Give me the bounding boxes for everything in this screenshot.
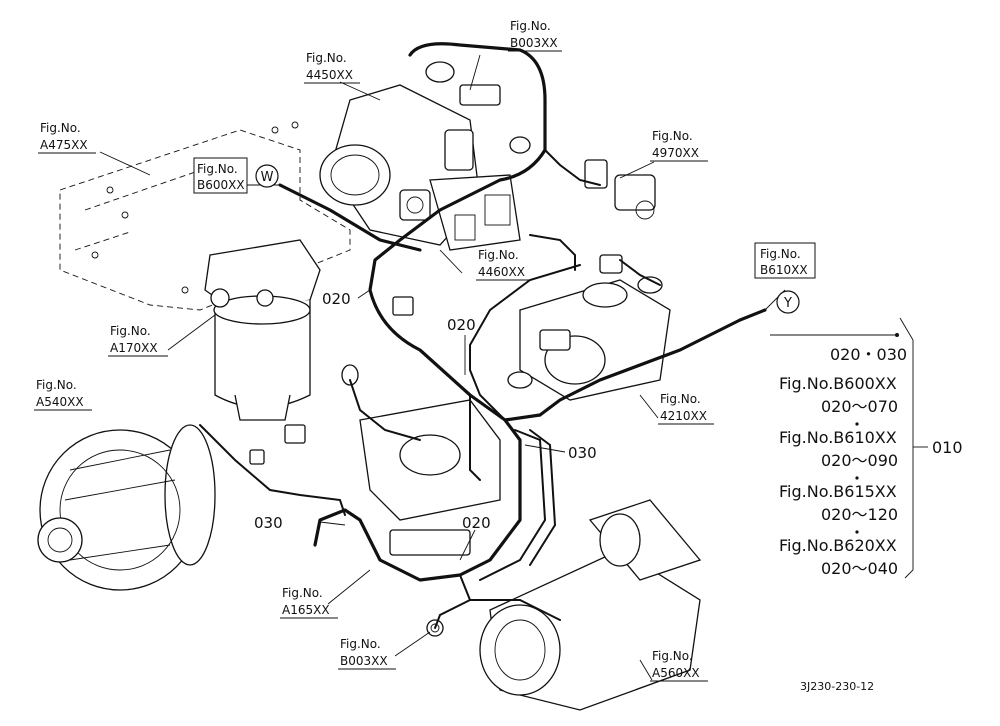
svg-text:Fig.No.: Fig.No. [510,19,551,33]
figref-a560: Fig.No. A560XX [650,649,708,682]
svg-text:Y: Y [783,296,792,311]
figref-a165: Fig.No. A165XX [280,586,338,619]
legend-fig-b600: Fig.No.B600XX [779,374,897,393]
figref-b003-bottom: Fig.No. B003XX [338,637,396,670]
callout-030-left: 030 [254,514,283,532]
legend-range-b615: 020～120 [821,505,898,524]
svg-text:Fig.No.: Fig.No. [282,586,323,600]
junction-block [249,296,533,556]
figref-4210: Fig.No. 4210XX [658,392,714,425]
legend-fig-b615: Fig.No.B615XX [779,482,897,501]
drawing-code: 3J230-230-12 [800,680,874,693]
svg-text:4210XX: 4210XX [660,409,707,423]
legend-fig-b620: Fig.No.B620XX [779,536,897,555]
bracket-plate-a475 [59,121,351,311]
svg-text:W: W [261,170,274,185]
svg-text:Fig.No.: Fig.No. [40,121,81,135]
figref-4970: Fig.No. 4970XX [650,129,708,162]
wiring-harness [199,42,767,629]
svg-text:B600XX: B600XX [197,178,245,192]
legend-assembly-number: 010 [932,438,963,457]
svg-text:B003XX: B003XX [510,36,558,50]
figref-b003-top: Fig.No. B003XX [508,19,562,52]
svg-text:A170XX: A170XX [110,341,158,355]
figref-4460: Fig.No. 4460XX [476,248,532,281]
svg-text:Fig.No.: Fig.No. [36,378,77,392]
legend-assembly: 020・030 Fig.No.B600XX 020～070 Fig.No.B61… [770,317,963,579]
svg-text:Fig.No.: Fig.No. [760,247,801,261]
alternator-a540 [37,424,216,591]
svg-text:B003XX: B003XX [340,654,388,668]
svg-text:Fig.No.: Fig.No. [197,162,238,176]
figref-b610: Fig.No. B610XX [754,242,816,279]
connector-w: W [255,164,279,188]
svg-text:Fig.No.: Fig.No. [478,248,519,262]
callout-030-right: 030 [568,444,597,462]
legend-title: 020・030 [830,345,907,364]
svg-text:Fig.No.: Fig.No. [306,51,347,65]
svg-text:Fig.No.: Fig.No. [652,129,693,143]
svg-text:A540XX: A540XX [36,395,84,409]
legend-range-b600: 020～070 [821,397,898,416]
callout-020-mid: 020 [447,316,476,334]
svg-text:A560XX: A560XX [652,666,700,680]
svg-text:B610XX: B610XX [760,263,808,277]
connector-y: Y [776,290,800,314]
figref-a170: Fig.No. A170XX [108,324,168,357]
sensor-4970 [584,159,656,220]
callout-020-left: 020 [322,290,351,308]
starter-motor-a560 [479,499,702,711]
intake-manifold-4460 [429,174,521,251]
svg-text:A475XX: A475XX [40,138,88,152]
figref-a475: Fig.No. A475XX [38,121,96,154]
svg-text:Fig.No.: Fig.No. [110,324,151,338]
svg-text:4450XX: 4450XX [306,68,353,82]
svg-text:Fig.No.: Fig.No. [340,637,381,651]
svg-text:4970XX: 4970XX [652,146,699,160]
injection-pump-4210 [519,254,671,401]
figref-b600: Fig.No. B600XX [193,157,248,194]
svg-text:Fig.No.: Fig.No. [652,649,693,663]
callout-020-bottom: 020 [462,514,491,532]
legend-fig-b610: Fig.No.B610XX [779,428,897,447]
figref-a540: Fig.No. A540XX [34,378,92,411]
svg-text:4460XX: 4460XX [478,265,525,279]
fuel-filter-a170 [204,239,321,421]
svg-text:Fig.No.: Fig.No. [660,392,701,406]
legend-range-b620: 020～040 [821,559,898,578]
svg-text:A165XX: A165XX [282,603,330,617]
figref-4450: Fig.No. 4450XX [304,51,360,84]
legend-range-b610: 020～090 [821,451,898,470]
